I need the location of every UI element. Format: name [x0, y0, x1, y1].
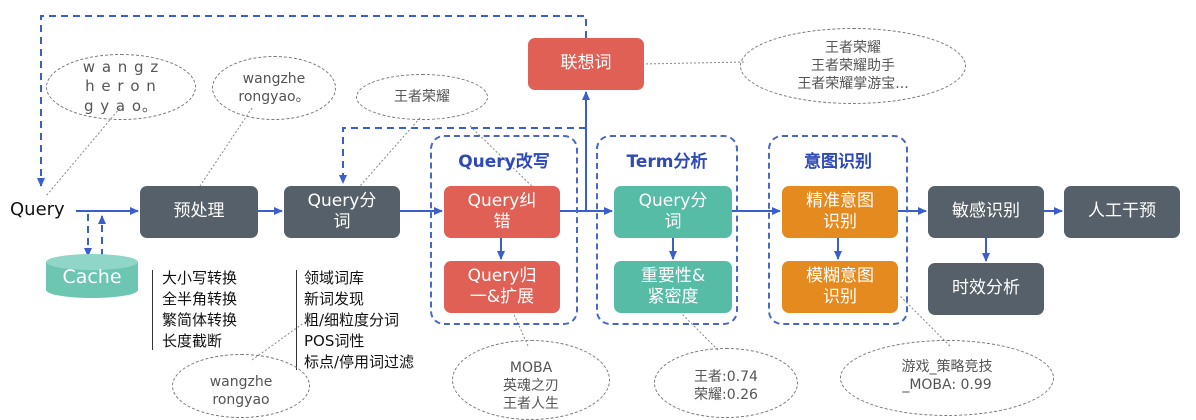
dashed-association-to-query — [37, 15, 587, 187]
node-segmentation[interactable]: Query分 词 — [284, 186, 400, 238]
node-manual-intervention-label: 人工干预 — [1088, 201, 1156, 222]
group-term-analysis — [596, 135, 738, 325]
segment-list-bracket — [296, 270, 297, 370]
pointer-pinyin-split — [45, 107, 121, 197]
cache-cylinder — [46, 254, 138, 298]
example-expansion: MOBA 英魂之刃 王者人生 — [452, 340, 610, 420]
pointer-wangzhe — [359, 117, 421, 187]
example-category-text: 游戏_策略竞技 _MOBA: 0.99 — [901, 358, 993, 393]
node-sensitive-recognition-label: 敏感识别 — [952, 201, 1020, 222]
node-term-segmentation-label: Query分 词 — [638, 190, 708, 232]
group-intent-recognition — [768, 135, 908, 325]
example-pinyin-bottom-text: wangzhe rongyao — [209, 373, 273, 408]
node-query-normalize-expand-label: Query归 一&扩展 — [467, 265, 537, 307]
node-segmentation-label: Query分 词 — [307, 190, 377, 232]
segment-list-item: 新词发现 — [304, 290, 365, 308]
node-association-words[interactable]: 联想词 — [528, 38, 644, 90]
segment-list-item: 领域词库 — [304, 269, 365, 287]
pointer-pinyin-joined — [199, 107, 253, 187]
example-wangzhe-text: 王者荣耀 — [394, 88, 450, 105]
example-pinyin-joined-text: wangzhe rongyao。 — [238, 70, 310, 105]
example-pinyin-joined: wangzhe rongyao。 — [212, 56, 336, 120]
node-sensitive-recognition[interactable]: 敏感识别 — [928, 186, 1044, 238]
connector-layer — [37, 15, 1063, 361]
node-fuzzy-intent[interactable]: 模糊意图 识别 — [782, 261, 898, 313]
node-importance-tightness-label: 重要性& 紧密度 — [640, 265, 706, 307]
example-association-list-text: 王者荣耀 王者荣耀助手 王者荣耀掌游宝... — [797, 39, 909, 93]
preprocess-list-item: 繁简体转换 — [162, 311, 238, 329]
pointer-association — [641, 61, 745, 65]
preprocess-list: 大小写转换 全半角转换 繁简体转换 长度截断 — [162, 268, 237, 352]
group-title-term-analysis: Term分析 — [626, 152, 708, 172]
segment-list-item: 粗/细粒度分词 — [304, 311, 400, 329]
example-category: 游戏_策略竞技 _MOBA: 0.99 — [840, 340, 1054, 416]
node-query-correction-label: Query纠 错 — [467, 190, 537, 232]
cache-label: Cache — [62, 266, 122, 288]
node-query-correction[interactable]: Query纠 错 — [444, 186, 560, 238]
node-timeliness-analysis[interactable]: 时效分析 — [928, 263, 1044, 315]
example-association-list: 王者荣耀 王者荣耀助手 王者荣耀掌游宝... — [740, 28, 966, 104]
node-precise-intent-label: 精准意图 识别 — [806, 190, 874, 232]
node-manual-intervention[interactable]: 人工干预 — [1064, 186, 1180, 238]
example-expansion-text: MOBA 英魂之刃 王者人生 — [503, 359, 559, 413]
node-term-segmentation[interactable]: Query分 词 — [614, 186, 732, 238]
example-wangzhe: 王者荣耀 — [356, 74, 488, 120]
preprocess-list-item: 全半角转换 — [162, 290, 238, 308]
node-association-words-label: 联想词 — [560, 53, 612, 74]
query-input-label: Query — [10, 199, 65, 220]
pointer-weights — [677, 309, 719, 351]
node-fuzzy-intent-label: 模糊意图 识别 — [806, 265, 874, 307]
node-query-normalize-expand[interactable]: Query归 一&扩展 — [444, 261, 560, 313]
group-query-rewrite — [430, 135, 578, 325]
preprocess-list-item: 长度截断 — [162, 332, 223, 350]
example-pinyin-split-text: w a n g z h e r o n g y a o。 — [82, 57, 160, 115]
node-preprocess-label: 预处理 — [173, 201, 225, 222]
example-weights-text: 王者:0.74 荣耀:0.26 — [694, 368, 758, 403]
pointer-wangzhe-correct — [469, 125, 543, 197]
segment-list-item: 标点/停用词过滤 — [304, 353, 415, 371]
pointer-pinyin-bottom — [251, 321, 306, 361]
segment-list: 领域词库 新词发现 粗/细粒度分词 POS词性 标点/停用词过滤 — [304, 268, 414, 373]
preprocess-list-item: 大小写转换 — [162, 269, 238, 287]
node-preprocess[interactable]: 预处理 — [140, 186, 258, 238]
node-importance-tightness[interactable]: 重要性& 紧密度 — [614, 261, 732, 313]
preprocess-list-bracket — [152, 270, 153, 350]
group-title-query-rewrite: Query改写 — [458, 152, 550, 172]
segment-list-item: POS词性 — [304, 332, 365, 350]
example-pinyin-split: w a n g z h e r o n g y a o。 — [46, 54, 196, 120]
node-precise-intent[interactable]: 精准意图 识别 — [782, 186, 898, 238]
pointer-expansion — [511, 309, 529, 347]
example-weights: 王者:0.74 荣耀:0.26 — [654, 348, 798, 418]
example-pinyin-bottom: wangzhe rongyao — [172, 354, 310, 418]
group-title-intent-recognition: 意图识别 — [804, 152, 872, 172]
node-timeliness-analysis-label: 时效分析 — [952, 278, 1020, 299]
dashed-loop-segment — [339, 127, 586, 184]
